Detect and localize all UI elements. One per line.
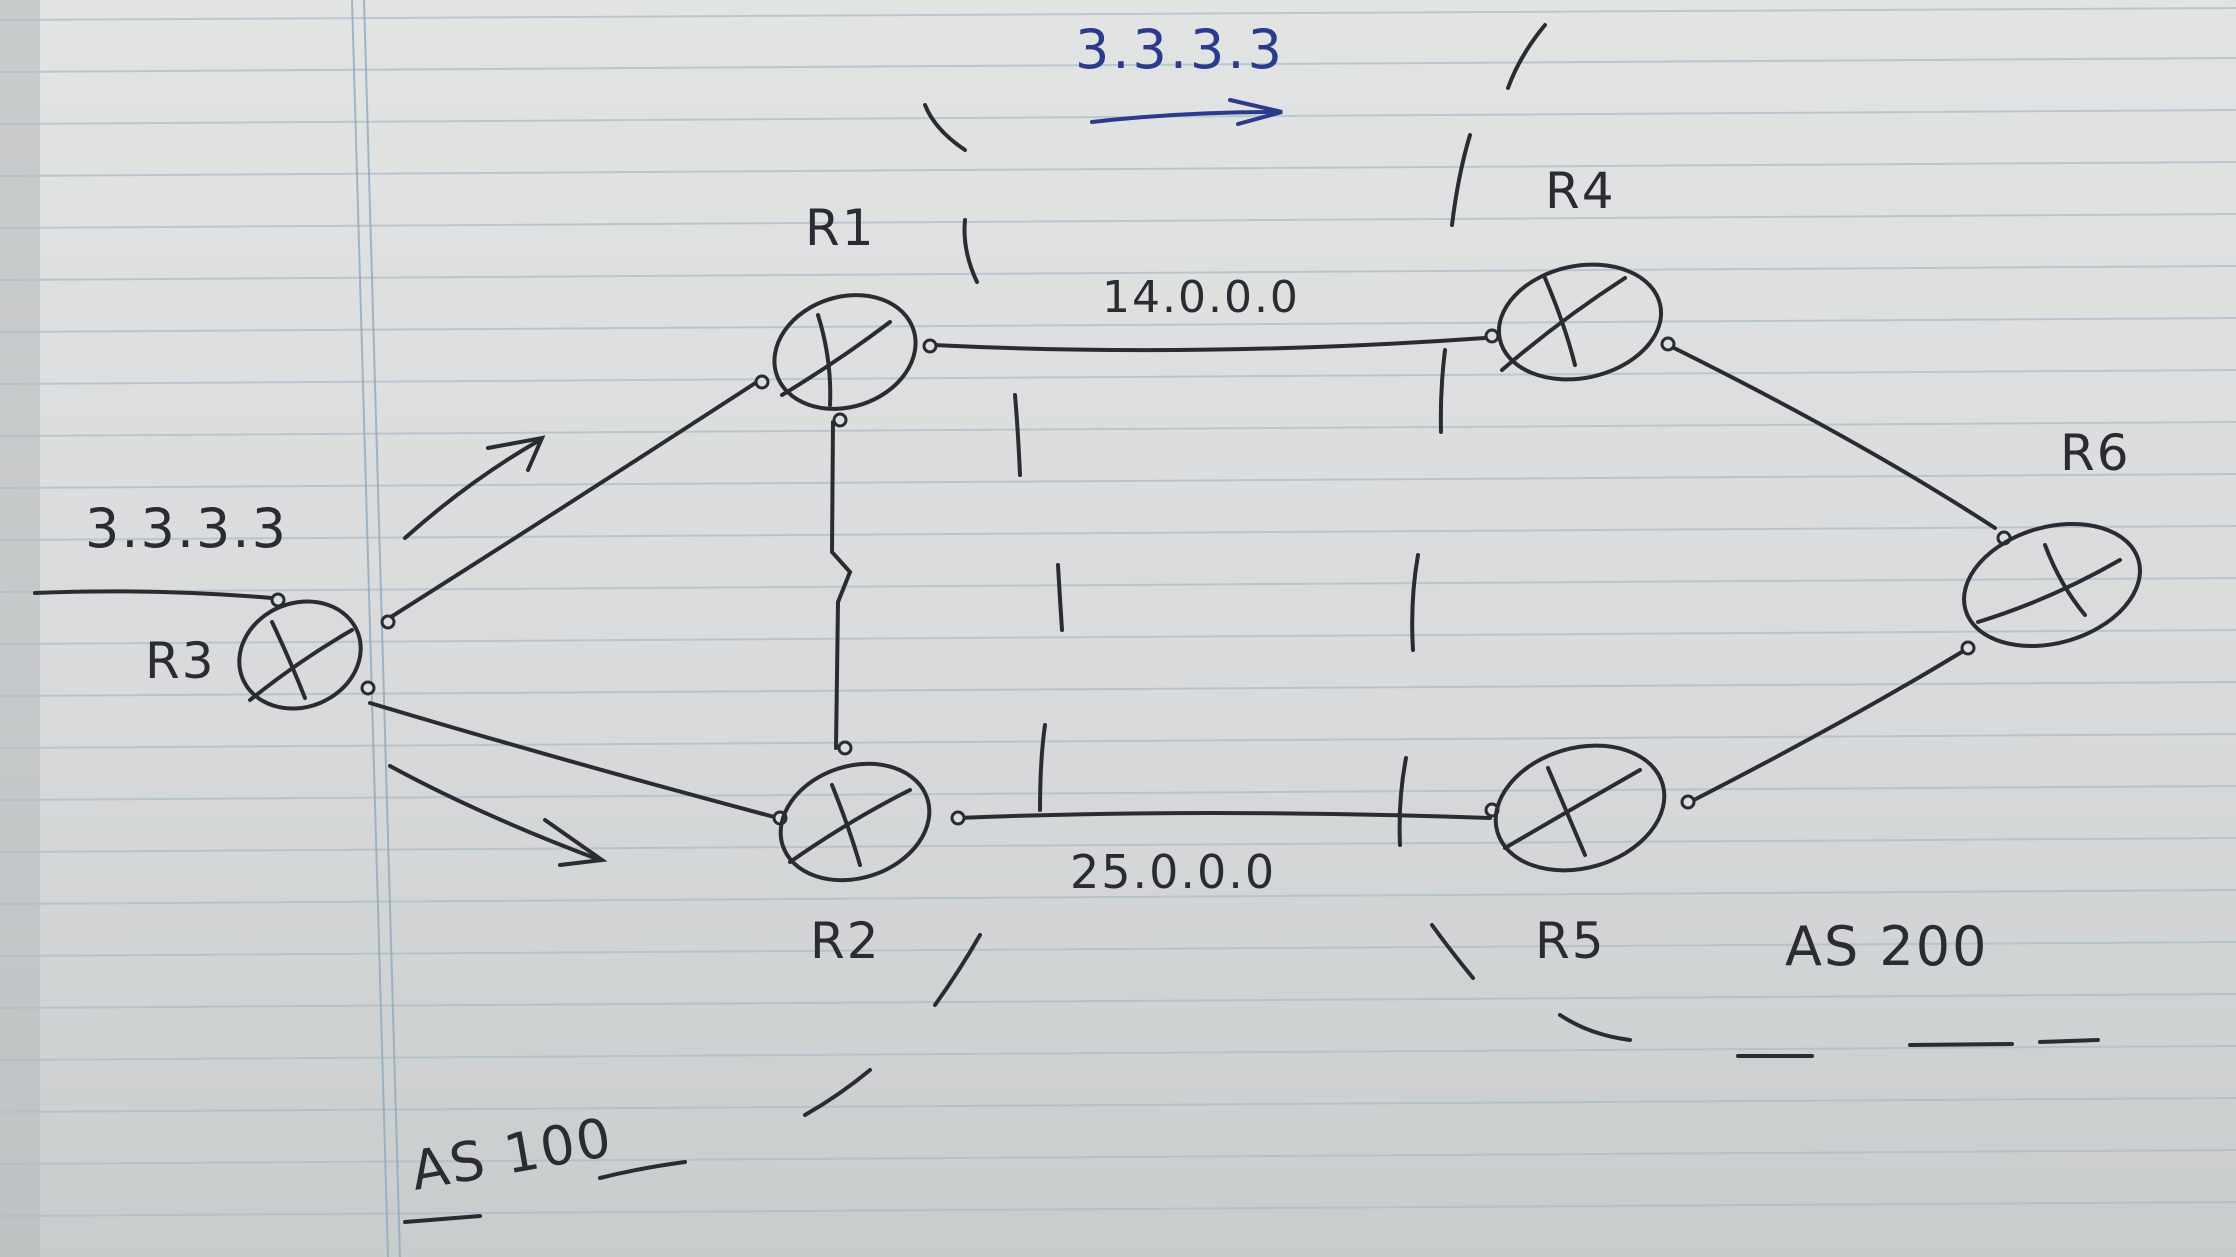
link-label-r1-r4: 14.0.0.0 <box>1102 272 1300 323</box>
link-r2-r5 <box>956 811 1492 820</box>
margin-lines <box>351 0 401 1257</box>
as-boundary-right <box>1397 23 2100 1058</box>
link-r3-r2 <box>368 701 780 820</box>
router-r2-icon[interactable] <box>765 745 944 898</box>
link-r3-r1 <box>381 378 762 624</box>
router-r1-icon[interactable] <box>760 277 931 426</box>
advertise-arrow-blue-icon <box>1090 98 1283 126</box>
link-r4-r6 <box>1666 343 1997 530</box>
binding-edge <box>0 0 40 1257</box>
router-label-r4: R4 <box>1545 162 1616 220</box>
link-r1-r2 <box>829 420 853 750</box>
as-boundary-left <box>803 103 1064 1117</box>
router-r6-icon[interactable] <box>1949 504 2154 665</box>
link-r5-r6 <box>1688 648 1967 804</box>
links <box>33 336 1997 820</box>
advertise-arrow-up-icon <box>403 435 546 540</box>
router-label-r2: R2 <box>810 912 881 970</box>
advertise-arrow-down-icon <box>388 764 608 867</box>
link-label-r2-r5: 25.0.0.0 <box>1070 845 1276 899</box>
router-label-r3: R3 <box>145 632 216 690</box>
router-r5-icon[interactable] <box>1481 727 1679 890</box>
router-label-r1: R1 <box>805 199 876 257</box>
prefix-label-left: 3.3.3.3 <box>85 497 288 560</box>
router-r4-icon[interactable] <box>1488 250 1672 394</box>
router-label-r6: R6 <box>2060 424 2131 482</box>
prefix-line-r3 <box>33 589 274 600</box>
router-label-r5: R5 <box>1535 912 1606 970</box>
as-200-label: AS 200 <box>1785 915 1988 978</box>
prefix-label-blue: 3.3.3.3 <box>1075 18 1285 81</box>
as-100-label: AS 100 <box>406 1105 617 1202</box>
router-r3-icon[interactable] <box>223 584 377 727</box>
ruled-lines <box>0 7 2236 1217</box>
as-100-underline <box>403 1160 687 1224</box>
link-r1-r4 <box>931 336 1487 353</box>
